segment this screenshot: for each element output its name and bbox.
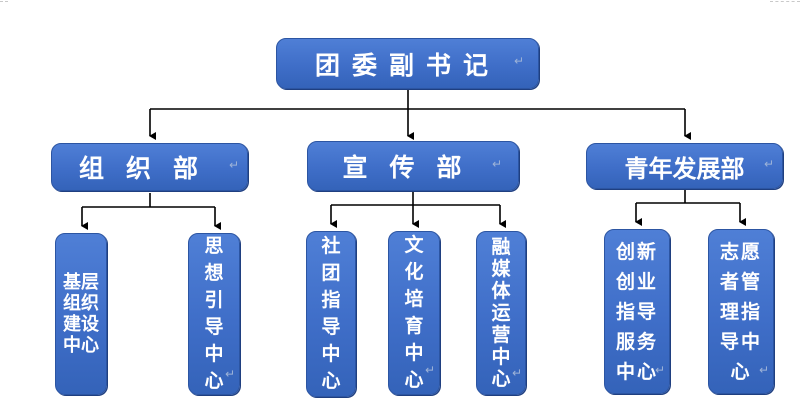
paragraph-mark: ↵ <box>763 157 774 171</box>
node-center-5: 融媒体运营中心 ↵ <box>476 231 526 395</box>
node-top: 团委副书记 ↵ <box>276 38 539 89</box>
node-center-3: 社团指导中心 <box>306 231 356 397</box>
node-center-1-label: 基层组织建设中心 <box>63 272 99 356</box>
node-dept-2-label: 宣传部 <box>342 153 484 182</box>
node-center-7-label: 志愿者管理指导中心 <box>720 240 763 383</box>
node-center-6-label: 创新创业指导服务中心 <box>616 240 659 383</box>
page-edge-mark-left <box>0 1 8 2</box>
node-center-5-label: 融媒体运营中心 <box>491 236 511 390</box>
paragraph-mark: ↵ <box>654 363 665 377</box>
node-center-1: 基层组织建设中心 <box>55 233 107 395</box>
node-dept-1-label: 组织部 <box>78 154 220 183</box>
node-dept-1: 组织部 ↵ <box>51 143 248 191</box>
paragraph-mark: ↵ <box>491 157 502 171</box>
node-dept-3: 青年发展部 ↵ <box>586 143 783 189</box>
node-center-3-label: 社团指导中心 <box>321 235 341 392</box>
paragraph-mark: ↵ <box>758 363 769 377</box>
paragraph-mark: ↵ <box>224 367 235 381</box>
paragraph-mark: ↵ <box>511 366 522 380</box>
node-center-7: 志愿者管理指导中心 ↵ <box>708 229 774 394</box>
paragraph-mark: ↵ <box>424 363 435 377</box>
page-edge-mark-right <box>770 1 800 2</box>
paragraph-mark: ↵ <box>228 158 239 172</box>
node-dept-3-label: 青年发展部 <box>624 154 745 183</box>
node-center-4: 文化培育中心 ↵ <box>388 231 440 395</box>
node-center-2-label: 思想引导中心 <box>204 235 224 392</box>
node-top-label: 团委副书记 <box>314 50 500 80</box>
paragraph-mark: ↵ <box>513 54 524 68</box>
node-center-6: 创新创业指导服务中心 ↵ <box>604 229 670 394</box>
node-dept-2: 宣传部 ↵ <box>307 141 519 191</box>
node-center-2: 思想引导中心 ↵ <box>188 233 240 395</box>
node-center-4-label: 文化培育中心 <box>404 234 424 391</box>
